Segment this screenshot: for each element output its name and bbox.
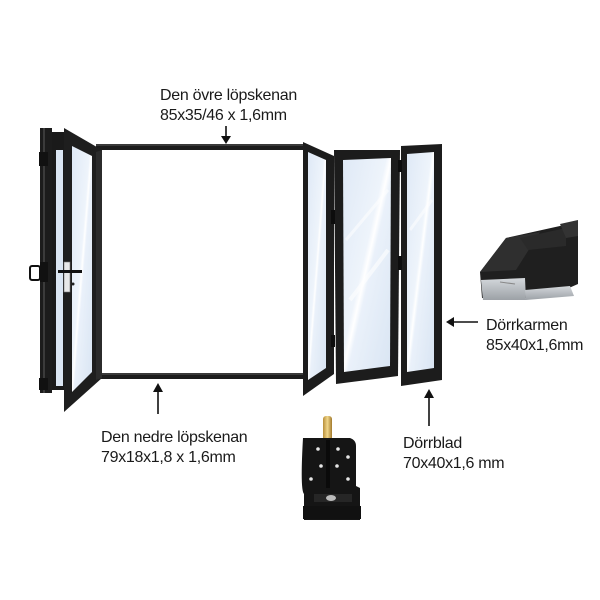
frame-profile-image	[480, 220, 578, 300]
top-rail-label: Den övre löpskenan 85x35/46 x 1,6mm	[160, 86, 297, 126]
frame-profile-label: Dörrkarmen 85x40x1,6mm	[486, 316, 584, 356]
door-leaf-label: Dörrblad 70x40x1,6 mm	[403, 434, 505, 474]
bottom-rail-name: Den nedre löpskenan	[101, 429, 248, 446]
door-leaf-arrow	[424, 389, 434, 426]
top-rail	[96, 144, 306, 150]
bottom-rail	[100, 373, 305, 379]
frame-profile-arrow	[446, 317, 478, 327]
top-rail-dimensions: 85x35/46 x 1,6mm	[160, 107, 287, 124]
frame-profile-name: Dörrkarmen	[486, 317, 568, 334]
top-rail-name: Den övre löpskenan	[160, 87, 297, 104]
frame-profile-dimensions: 85x40x1,6mm	[486, 337, 584, 354]
left-door-panels	[29, 128, 102, 412]
top-rail-arrow	[221, 126, 231, 144]
bottom-rail-label: Den nedre löpskenan 79x18x1,8 x 1,6mm	[101, 428, 248, 468]
right-door-panels	[303, 142, 442, 396]
bottom-rail-arrow	[153, 383, 163, 414]
door-leaf-dimensions: 70x40x1,6 mm	[403, 455, 505, 472]
bottom-rail-dimensions: 79x18x1,8 x 1,6mm	[101, 449, 236, 466]
roller-hardware-image	[301, 416, 361, 520]
open-span	[102, 150, 302, 373]
door-leaf-name: Dörrblad	[403, 435, 462, 452]
